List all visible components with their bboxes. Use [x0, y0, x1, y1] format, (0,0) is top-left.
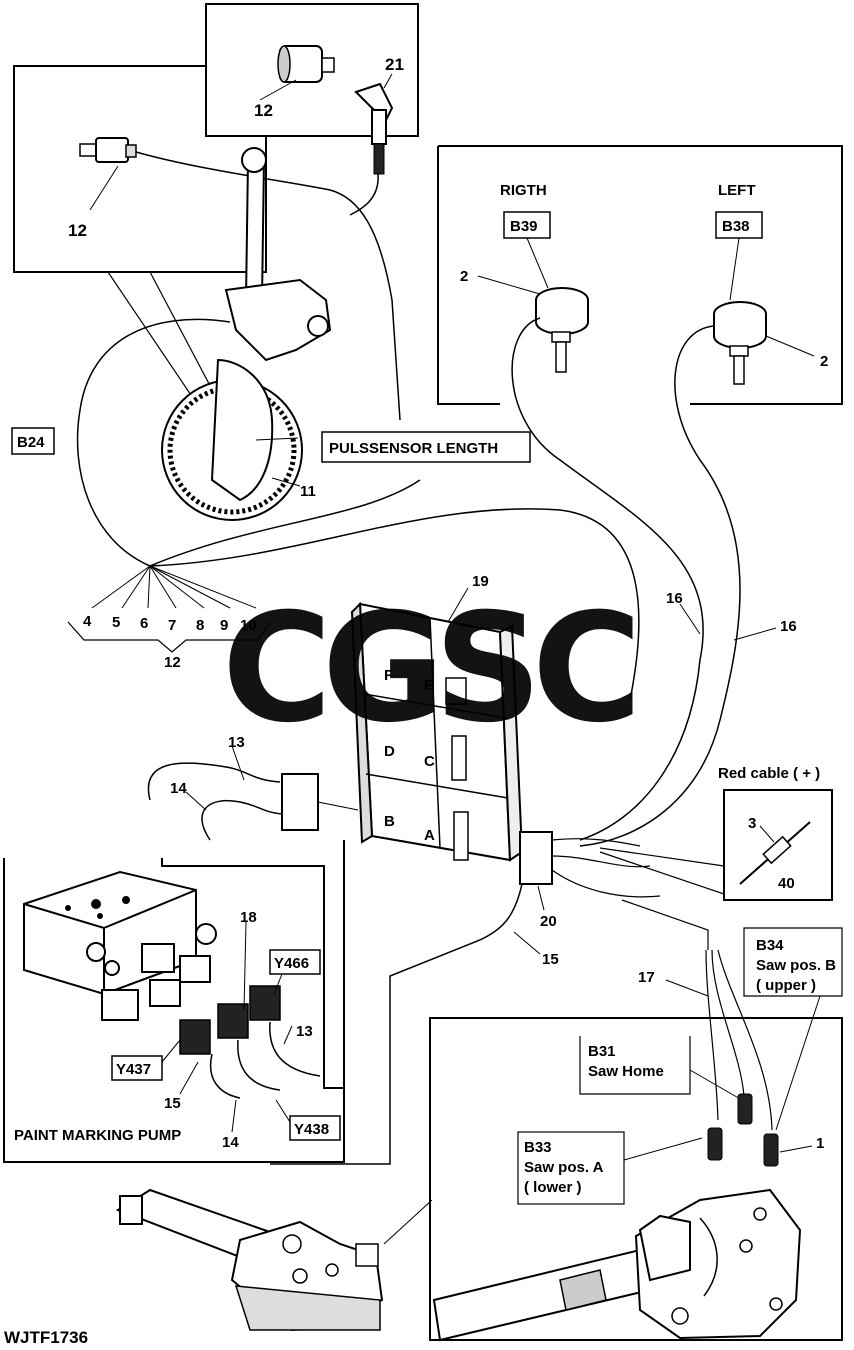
sensor-b31-icon: [737, 1093, 753, 1125]
sensor-b39-icon: [535, 287, 589, 373]
sensor-12-top-icon: [259, 45, 335, 101]
b34-line1: Saw pos. B: [756, 957, 836, 974]
watermark-letter-g: G: [322, 582, 445, 756]
paint-pump-box: [3, 840, 345, 1163]
cable-16-a: 16: [666, 590, 683, 607]
wire-group-12: 12: [164, 654, 181, 671]
red-cable-title: Red cable ( + ): [718, 765, 820, 782]
left-sensor-callout: 12: [68, 221, 87, 240]
cable-15-right: 15: [542, 951, 559, 968]
control-unit: [350, 601, 524, 862]
figure-code: WJTF1736: [4, 1328, 88, 1347]
cable-21-callout: 21: [385, 55, 404, 74]
b24-label: B24: [17, 434, 45, 451]
saw-callout-17: 17: [638, 969, 655, 986]
b33-line1: Saw pos. A: [524, 1159, 604, 1176]
slot-f: F: [384, 667, 393, 684]
controller-callout-19: 19: [472, 573, 489, 590]
fuse-40-icon: [739, 821, 811, 885]
wire-8: 8: [196, 617, 204, 634]
watermark-letter-s: S: [434, 582, 542, 756]
slot-d: D: [384, 743, 395, 760]
cable-13-top: 13: [228, 734, 245, 751]
watermark-letter-c2: C: [532, 582, 642, 756]
wire-7: 7: [168, 617, 176, 634]
y437-label: Y437: [116, 1061, 151, 1078]
left-detail-box: 12: [13, 65, 401, 421]
red-cable-callout-3: 3: [748, 815, 756, 832]
b31-line1: Saw Home: [588, 1063, 664, 1080]
cable-14-top: 14: [170, 780, 187, 797]
b33-line2: ( lower ): [524, 1179, 582, 1196]
saw-mechanism-left: [115, 1188, 384, 1332]
sensor-b33-icon: [707, 1127, 723, 1161]
b34-id: B34: [756, 937, 784, 954]
connector-20: [519, 831, 661, 898]
wire-6: 6: [140, 615, 148, 632]
sensor-12-left-icon: [79, 137, 137, 211]
sensor-b38-icon: [713, 301, 767, 385]
red-cable-callout-40: 40: [778, 875, 795, 892]
pump-callout-18: 18: [240, 909, 257, 926]
b39-callout-2: 2: [460, 268, 468, 285]
pump-callout-15: 15: [164, 1095, 181, 1112]
pump-callout-14: 14: [222, 1134, 239, 1151]
top-sensor-callout: 12: [254, 101, 273, 120]
pump-callout-13: 13: [296, 1023, 313, 1040]
slot-a: A: [424, 827, 435, 844]
wire-10: 10: [240, 617, 257, 634]
measuring-wheel: [161, 147, 332, 521]
y438-label: Y438: [294, 1121, 329, 1138]
connector-callout-20: 20: [540, 913, 557, 930]
y466-label: Y466: [274, 955, 309, 972]
right-heading: RIGTH: [500, 182, 547, 199]
wire-5: 5: [112, 614, 120, 631]
length-sensor-box: RIGTH LEFT B39 B38 2 2: [437, 145, 843, 405]
left-heading: LEFT: [718, 182, 756, 199]
cable-16-b: 16: [780, 618, 797, 635]
watermark-letter-c1: C: [222, 582, 332, 756]
top-detail-box: 12 21: [205, 3, 419, 175]
sensor-b34-icon: [763, 1133, 779, 1167]
saw-mechanism-right: [432, 1188, 802, 1342]
b33-id: B33: [524, 1139, 552, 1156]
wire-4: 4: [83, 613, 92, 630]
b39-label: B39: [510, 218, 538, 235]
wire-fan: [67, 479, 640, 701]
slot-e: E: [424, 677, 434, 694]
pulssensor-caption: PULSSENSOR LENGTH: [329, 440, 498, 457]
b34-line2: ( upper ): [756, 977, 816, 994]
saw-callout-1: 1: [816, 1135, 824, 1152]
b38-label: B38: [722, 218, 750, 235]
slot-b: B: [384, 813, 395, 830]
slot-c: C: [424, 753, 435, 770]
b31-id: B31: [588, 1043, 616, 1060]
pump-title: PAINT MARKING PUMP: [14, 1127, 181, 1144]
cgsc-watermark: C G S C: [222, 582, 642, 756]
wheel-callout-11: 11: [300, 483, 316, 500]
cable-21-icon: [354, 73, 394, 175]
b38-callout-2: 2: [820, 353, 828, 370]
wire-9: 9: [220, 617, 228, 634]
